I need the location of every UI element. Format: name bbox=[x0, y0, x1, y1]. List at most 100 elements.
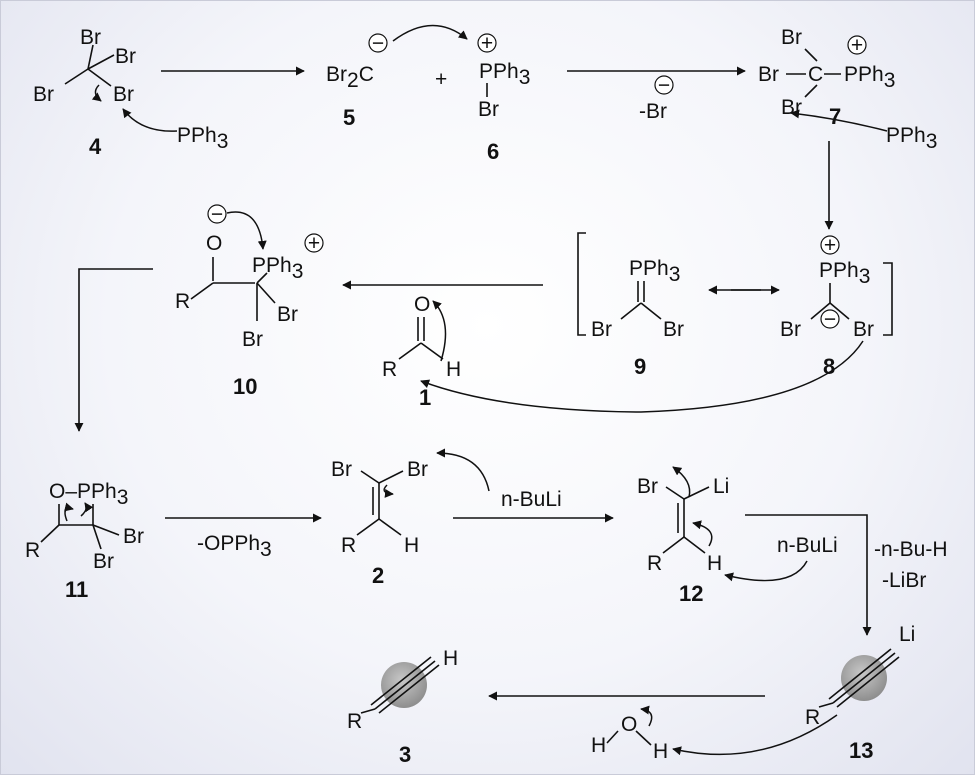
c11-o-pph3: O–PPh3 bbox=[49, 480, 128, 509]
reagent-minus-br: -Br bbox=[639, 100, 667, 123]
c10-br-right: Br bbox=[277, 303, 298, 326]
compound-13: Li R 13 bbox=[805, 623, 915, 763]
compound-10-label: 10 bbox=[233, 374, 257, 399]
pph3-attack-on-bromine-arrow bbox=[790, 109, 888, 132]
c6-plus-charge: + bbox=[481, 32, 493, 55]
c9-pph3: PPh3 bbox=[629, 257, 680, 286]
c2-br-left: Br bbox=[331, 458, 352, 481]
c11-br-right: Br bbox=[123, 525, 144, 548]
c10-pph3: PPh3 bbox=[252, 254, 303, 283]
reagent-minus-nbuh: -n-Bu-H bbox=[874, 538, 948, 561]
bromide-minus-charge-circle bbox=[654, 75, 674, 95]
c7-carbon: C bbox=[808, 63, 823, 86]
nbuli-deprotonation-arrow bbox=[724, 560, 808, 582]
nbuli-attack-on-bromine-arrow bbox=[436, 448, 490, 492]
reaction-arrow-12-to-13 bbox=[745, 514, 872, 636]
compound-8: + PPh3 − Br Br 8 bbox=[780, 234, 874, 379]
c2-h: H bbox=[404, 534, 419, 557]
compound-1-label: 1 bbox=[419, 385, 431, 410]
c8-minus-charge-circle bbox=[820, 309, 840, 329]
c10-br-bottom: Br bbox=[242, 328, 263, 351]
c12-elimination-arrow-a bbox=[672, 466, 691, 498]
acetylide-to-water-arrow bbox=[672, 714, 838, 756]
c11-br-bottom: Br bbox=[93, 550, 114, 573]
c12-h: H bbox=[707, 552, 722, 575]
compound-11: O–PPh3 R Br Br 11 bbox=[25, 480, 144, 602]
compound-7-label: 7 bbox=[829, 104, 841, 129]
c5-minus-charge: − bbox=[372, 32, 384, 55]
compound-2-label: 2 bbox=[372, 563, 384, 588]
c7-plus-charge: + bbox=[851, 34, 863, 57]
water-molecule: H O H bbox=[591, 713, 668, 763]
compound-5: Br2C − 5 bbox=[326, 32, 388, 130]
compound-9: PPh3 Br Br 9 bbox=[591, 257, 684, 379]
c8-br-right: Br bbox=[853, 318, 874, 341]
water-bond-arrow bbox=[640, 705, 653, 727]
c1-oxygen: O bbox=[414, 293, 430, 316]
compound-9-label: 9 bbox=[634, 354, 646, 379]
compound-3: H R 3 bbox=[347, 647, 458, 767]
c11-ring-arrow-b bbox=[80, 502, 94, 517]
c9-br-right: Br bbox=[663, 318, 684, 341]
c10-minus-charge-circle bbox=[207, 204, 227, 224]
c2-bond-cleavage-arrow bbox=[383, 484, 394, 498]
reagent-nbuli-b: n-BuLi bbox=[777, 534, 838, 557]
c8-plus-charge-circle bbox=[820, 235, 840, 255]
c8-minus-charge: − bbox=[824, 308, 836, 331]
c10-plus-charge: + bbox=[308, 232, 320, 255]
water-oxygen: O bbox=[621, 713, 637, 736]
c7-br-bottom: Br bbox=[781, 96, 802, 119]
compound-7: Br Br C PPh3 + Br 7 bbox=[758, 26, 895, 129]
reagent-minus-opph3: -OPPh3 bbox=[197, 532, 272, 561]
compound-2: Br Br R H 2 bbox=[331, 458, 428, 588]
compound-13-label: 13 bbox=[849, 738, 873, 763]
compound-12: Br Li R H 12 bbox=[637, 475, 729, 606]
reagent-minus-libr: -LiBr bbox=[882, 569, 926, 592]
c4-br-lower: Br bbox=[113, 83, 134, 106]
plus-sign: + bbox=[435, 68, 447, 91]
c4-br-right: Br bbox=[115, 45, 136, 68]
c12-elimination-arrow-b bbox=[692, 520, 713, 547]
c5-formula: Br2C bbox=[326, 63, 374, 92]
compound-11-label: 11 bbox=[65, 577, 88, 602]
c4-bond-cleavage-arrow bbox=[91, 84, 102, 102]
reagent-nbuli-a: n-BuLi bbox=[501, 488, 562, 511]
compound-12-label: 12 bbox=[679, 581, 703, 606]
ylide-attack-on-aldehyde-arrow bbox=[420, 340, 864, 413]
c4-br-left: Br bbox=[33, 83, 54, 106]
c6-plus-charge-circle bbox=[477, 33, 497, 53]
c9-br-left: Br bbox=[591, 318, 612, 341]
carbanion-to-phosphonium-arrow bbox=[392, 24, 468, 42]
reaction-arrow-10-to-11 bbox=[74, 268, 153, 432]
bromide-minus-charge: − bbox=[658, 74, 670, 97]
reagent-pph3-b: PPh3 bbox=[886, 124, 937, 153]
c13-li: Li bbox=[899, 623, 915, 646]
c11-r: R bbox=[25, 539, 40, 562]
compound-8-label: 8 bbox=[823, 354, 835, 379]
c10-oxygen: O bbox=[206, 232, 222, 255]
pph3-attack-arrow bbox=[122, 108, 178, 132]
compound-3-label: 3 bbox=[399, 742, 411, 767]
c12-li: Li bbox=[713, 475, 729, 498]
compound-6-label: 6 bbox=[487, 139, 499, 164]
c4-br-top: Br bbox=[80, 26, 101, 49]
reagent-pph3-a: PPh3 bbox=[177, 124, 228, 153]
compound-10: − O R PPh3 + Br Br 10 bbox=[175, 203, 324, 399]
c2-br-right: Br bbox=[407, 458, 428, 481]
c12-r: R bbox=[647, 552, 662, 575]
c3-r: R bbox=[347, 710, 362, 733]
c7-plus-charge-circle bbox=[847, 35, 867, 55]
compound-6: PPh3 + Br 6 bbox=[477, 32, 530, 164]
c3-h: H bbox=[443, 647, 458, 670]
c1-h: H bbox=[446, 358, 461, 381]
c2-r: R bbox=[341, 534, 356, 557]
c7-br-left: Br bbox=[758, 63, 779, 86]
compound-1: O R H 1 bbox=[382, 293, 461, 410]
c8-plus-charge: + bbox=[824, 234, 836, 257]
c1-r: R bbox=[382, 358, 397, 381]
compound-5-label: 5 bbox=[343, 105, 355, 130]
water-h-right: H bbox=[653, 740, 668, 763]
compound-4-label: 4 bbox=[89, 134, 102, 159]
